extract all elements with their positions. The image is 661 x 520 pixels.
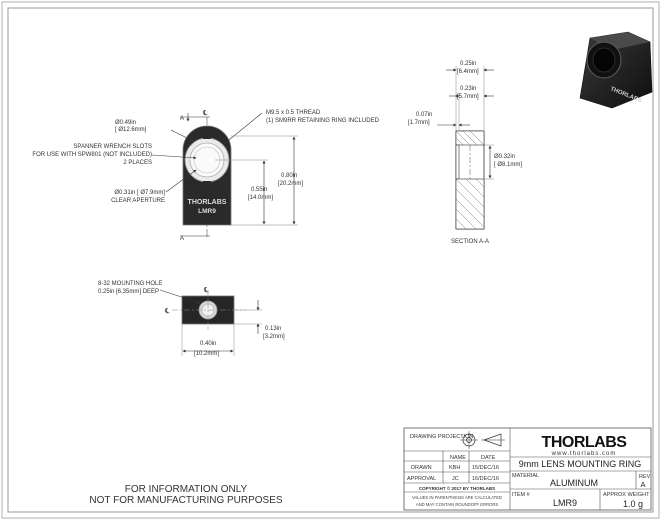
lip-dim-mm: [1.7mm] (408, 120, 430, 126)
section-label-a-bottom: A (180, 236, 184, 242)
aperture-label: CLEAR APERTURE (111, 198, 165, 204)
material-value: ALUMINUM (550, 478, 598, 488)
width-dim-mm: [6.4mm] (457, 69, 479, 75)
drawing-projection-label: DRAWING PROJECTION (410, 434, 473, 440)
bottom-centerline-top: ℄ (203, 287, 209, 294)
drawn-date: 15/DEC/16 (472, 465, 499, 471)
copyright: COPYRIGHT © 2017 BY THORLABS (419, 485, 495, 491)
item-value: LMR9 (553, 498, 577, 508)
spanner-callout-2: FOR USE WITH SPW801 (NOT INCLUDED) (32, 152, 152, 158)
inner-width-dim: 0.23in (460, 86, 476, 92)
rounding-note-2: AND MAY CONTAIN ROUNDOFF ERRORS (416, 502, 499, 507)
drawn-name: KBH (449, 465, 460, 471)
inner-width-dim-mm: [5.7mm] (457, 94, 479, 100)
drawn-label: DRAWN (411, 465, 432, 471)
offset-dim-mm: [3.2mm] (263, 334, 285, 340)
center-height-dim: 0.55in (251, 187, 267, 193)
material-label: MATERIAL (512, 473, 539, 479)
weight-value: 1.0 g (623, 499, 643, 509)
spanner-callout-1: SPANNER WRENCH SLOTS (73, 144, 152, 150)
centerline-symbol: ℄ (202, 110, 208, 117)
center-height-dim-mm: [14.0mm] (248, 195, 273, 201)
lip-dim: 0.07in (416, 112, 432, 118)
od-dim: Ø0.49in (115, 120, 136, 126)
rounding-note-1: VALUES IN PARENTHESIS ARE CALCULATED (412, 495, 502, 500)
section-label-a-top: A (180, 116, 184, 122)
section-title: SECTION A-A (451, 239, 489, 245)
height-dim-mm: [20.2mm] (278, 181, 303, 187)
bottom-centerline-left: ℄ (164, 308, 170, 315)
rev-value: A (640, 480, 645, 489)
date-header: DATE (481, 455, 496, 461)
bottom-width-dim: 0.40in (200, 341, 216, 347)
weight-label: APPROX WEIGHT (603, 492, 650, 498)
od-dim-mm: [ Ø12.6mm] (115, 127, 147, 133)
approval-date: 16/DEC/16 (472, 476, 499, 482)
projection-symbol (460, 431, 505, 449)
approval-name: JC (452, 476, 459, 482)
manufacturing-note: NOT FOR MANUFACTURING PURPOSES (89, 495, 282, 506)
brand-engraving: THORLABS (188, 199, 227, 206)
bottom-width-dim-mm: [10.2mm] (194, 351, 219, 357)
bore-dim-mm: [ Ø8.1mm] (494, 162, 522, 168)
bore-dim: Ø0.32in (494, 154, 515, 160)
title-block: DRAWING PROJECTION NAME DATE DRAWN KBH 1… (403, 427, 652, 511)
item-label: ITEM # (512, 492, 531, 498)
company-logo: THORLABS (542, 434, 628, 451)
retaining-ring-callout: (1) SM9RR RETAINING RING INCLUDED (266, 118, 380, 124)
thread-callout: M9.5 x 0.5 THREAD (266, 110, 321, 116)
aperture-callout: Ø0.31in [ Ø7.9mm] (114, 190, 165, 196)
name-header: NAME (450, 455, 466, 461)
rev-label: REV (639, 474, 651, 480)
part-engraving: LMR9 (198, 208, 216, 215)
front-view: A A ℄ THORLABS LMR9 Ø0.49in [ Ø12.6mm] M… (32, 110, 379, 242)
height-dim: 0.80in (281, 173, 297, 179)
section-view: 0.25in [6.4mm] 0.23in [5.7mm] 0.07in [1.… (408, 61, 522, 245)
part-3d-render: THORLABS (579, 31, 653, 109)
width-dim: 0.25in (460, 61, 476, 67)
mounting-hole-callout: 8-32 MOUNTING HOLE (98, 281, 162, 287)
bottom-view: ℄ ℄ 8-32 MOUNTING HOLE 0.25in [6.35mm] D… (98, 281, 285, 357)
offset-dim: 0.13in (265, 326, 281, 332)
spanner-callout-3: 2 PLACES (123, 160, 152, 166)
company-website: www.thorlabs.com (551, 451, 617, 457)
approval-label: APPROVAL (407, 476, 436, 482)
mounting-hole-depth: 0.25in [6.35mm] DEEP (98, 289, 159, 295)
part-title: 9mm LENS MOUNTING RING (519, 459, 642, 469)
info-note: FOR INFORMATION ONLY (125, 484, 248, 495)
inner-border (7, 7, 654, 513)
